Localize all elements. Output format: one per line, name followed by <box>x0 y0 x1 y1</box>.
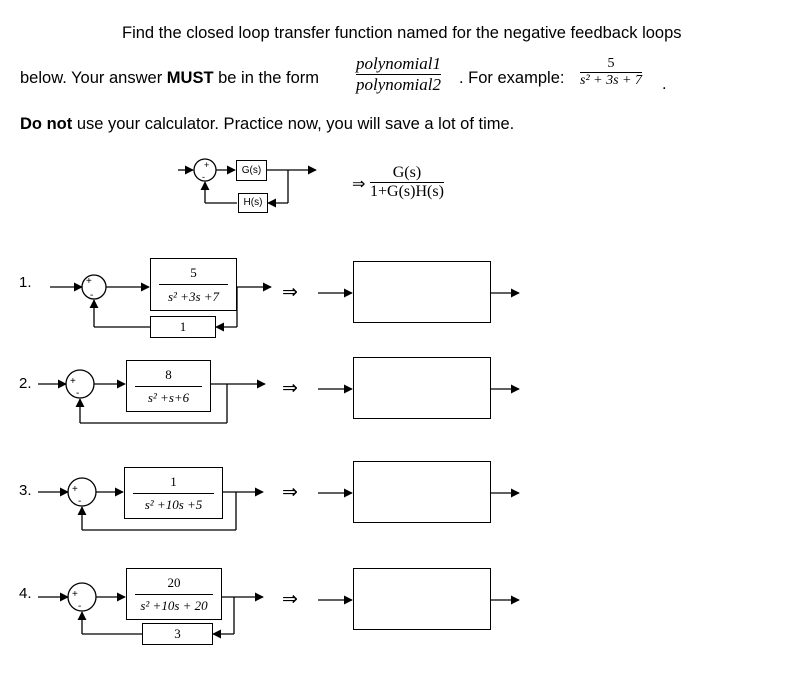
problem-number: 3. <box>19 482 32 499</box>
example-period: . <box>662 75 667 93</box>
minus-sign: - <box>78 496 82 507</box>
p4-numerator: 20 <box>167 575 181 590</box>
fraction-bar <box>135 386 202 387</box>
fraction-bar <box>370 182 444 183</box>
p4-feedback-block: 3 <box>142 623 213 645</box>
p1-forward-block: 5 s² +3s +7 <box>150 258 237 311</box>
plus-sign: + <box>72 589 78 600</box>
p4-answer-box[interactable] <box>353 568 491 630</box>
instruction-line-1: Find the closed loop transfer function n… <box>122 24 682 42</box>
p2-denominator: s² +s+6 <box>147 390 190 405</box>
example-denominator: s² + 3s + 7 <box>580 73 642 88</box>
example-fraction: 5 s² + 3s + 7 <box>580 56 642 89</box>
implies-arrow: ⇒ <box>282 482 298 503</box>
fraction-bar <box>356 74 441 75</box>
instruction-text: use your calculator. Practice now, you w… <box>72 115 515 133</box>
example-numerator: 5 <box>607 56 615 71</box>
p1-answer-box[interactable] <box>353 261 491 323</box>
form-numerator: polynomial1 <box>356 54 441 73</box>
minus-sign: - <box>90 290 94 301</box>
instruction-text: be in the form <box>213 69 320 87</box>
p2-answer-box[interactable] <box>353 357 491 419</box>
closed-loop-formula: G(s) 1+G(s)H(s) <box>370 164 444 201</box>
p3-forward-block: 1 s² +10s +5 <box>124 467 223 519</box>
p3-numerator: 1 <box>170 474 177 489</box>
p4-forward-block: 20 s² +10s + 20 <box>126 568 222 620</box>
formula-numerator: G(s) <box>392 164 422 181</box>
instruction-line-3: Do not use your calculator. Practice now… <box>20 115 514 134</box>
plus-sign: + <box>86 276 92 287</box>
problem-number: 2. <box>19 375 32 392</box>
must-emphasis: MUST <box>166 69 214 87</box>
do-not-emphasis: Do not <box>20 115 73 133</box>
form-fraction: polynomial1 polynomial2 <box>356 54 441 95</box>
formula-denominator: 1+G(s)H(s) <box>370 183 444 200</box>
p3-denominator: s² +10s +5 <box>144 497 203 512</box>
p1-denominator: s² +3s +7 <box>167 289 220 304</box>
g-block: G(s) <box>236 160 267 181</box>
p1-feedback-block: 1 <box>150 316 216 338</box>
problem-number: 4. <box>19 585 32 602</box>
h-block: H(s) <box>238 193 268 213</box>
implies-arrow: ⇒ <box>352 176 366 193</box>
plus-sign: + <box>72 484 78 495</box>
p4-denominator: s² +10s + 20 <box>140 598 208 613</box>
implies-arrow: ⇒ <box>282 378 298 399</box>
fraction-bar <box>159 284 228 285</box>
p3-answer-box[interactable] <box>353 461 491 523</box>
fraction-bar <box>135 594 213 595</box>
plus-sign: + <box>204 160 210 170</box>
plus-sign: + <box>70 376 76 387</box>
minus-sign: - <box>76 388 80 399</box>
p2-numerator: 8 <box>165 367 172 382</box>
implies-arrow: ⇒ <box>282 589 298 610</box>
p2-forward-block: 8 s² +s+6 <box>126 360 211 412</box>
p1-numerator: 5 <box>190 265 197 280</box>
problem-number: 1. <box>19 274 32 291</box>
minus-sign: - <box>78 601 82 612</box>
example-label: . For example: <box>459 69 565 87</box>
form-denominator: polynomial2 <box>356 75 441 94</box>
minus-sign: - <box>202 172 205 182</box>
implies-arrow: ⇒ <box>282 282 298 303</box>
fraction-bar <box>133 493 214 494</box>
instruction-line-2: below. Your answer MUST be in the form <box>20 69 319 88</box>
fraction-bar <box>580 72 642 73</box>
instruction-text: below. Your answer <box>20 69 167 87</box>
